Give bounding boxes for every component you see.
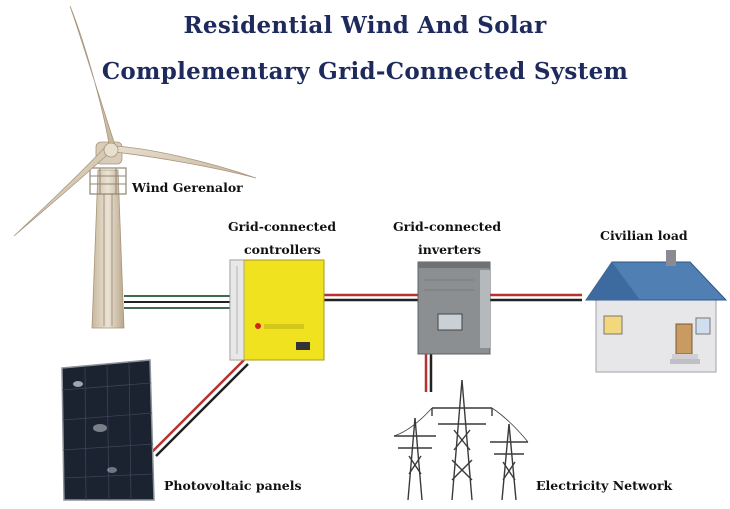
photovoltaic-panel — [61, 359, 155, 501]
house — [585, 250, 728, 373]
diagram-title-line2: Complementary Grid-Connected System — [101, 58, 629, 85]
wind-turbine — [13, 5, 257, 329]
pv-to-controller-wires — [151, 359, 249, 457]
transmission-tower-center — [431, 379, 493, 501]
label-photovoltaic-panels: Photovoltaic panels — [164, 478, 302, 493]
label-controllers-line1: Grid-connected — [228, 219, 337, 234]
transmission-towers — [393, 379, 529, 501]
label-inverters-line2: inverters — [418, 242, 481, 257]
controller-to-inverter-wires — [322, 293, 420, 302]
label-inverters-line1: Grid-connected — [393, 219, 502, 234]
grid-connected-controller — [229, 259, 325, 361]
wind-to-controller-wires — [124, 295, 232, 309]
label-controllers-line2: controllers — [244, 242, 321, 257]
grid-connected-inverter — [417, 261, 491, 355]
label-wind-generator: Wind Gerenalor — [132, 180, 243, 195]
transmission-tower-left — [394, 417, 436, 501]
label-civilian-load: Civilian load — [600, 228, 688, 243]
transmission-tower-right — [490, 423, 528, 501]
label-electricity-network: Electricity Network — [536, 478, 673, 493]
inverter-to-load-wires — [488, 293, 582, 302]
diagram-title-line1: Residential Wind And Solar — [183, 12, 547, 39]
inverter-to-grid-wires — [424, 352, 433, 392]
